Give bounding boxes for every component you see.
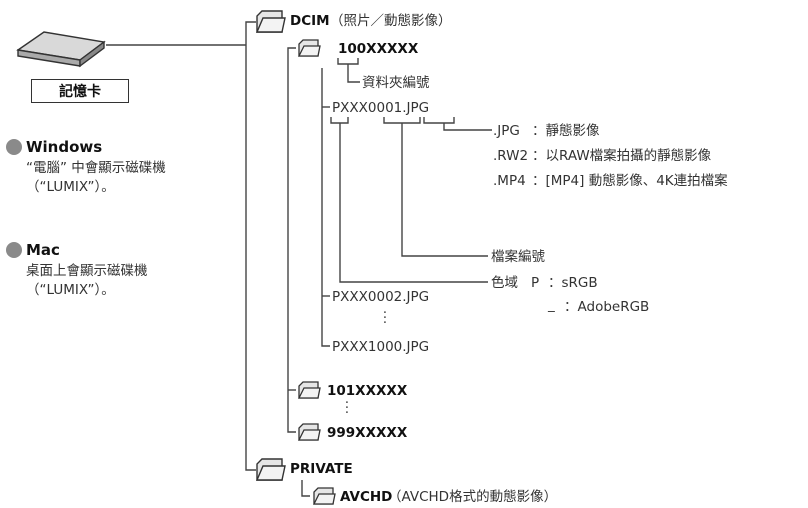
avchd-folder-name: AVCHD xyxy=(340,489,393,505)
file-number-label: 檔案編號 xyxy=(491,249,545,265)
bullet-icon xyxy=(6,139,22,155)
mac-title: Mac xyxy=(26,241,60,259)
file-0001-name: PXXX0001.JPG xyxy=(332,100,430,116)
windows-title: Windows xyxy=(26,138,103,156)
color-space-label: 色域 xyxy=(491,275,518,291)
dcim-folder-desc: （照片／動態影像） xyxy=(330,13,452,29)
windows-line-1: “電腦” 中會顯示磁碟機 xyxy=(26,160,166,176)
folder-999-name: 999XXXXX xyxy=(327,425,408,441)
file-1000-name: PXXX1000.JPG xyxy=(332,339,430,355)
ext-jpg-desc: ：靜態影像 xyxy=(532,123,600,139)
folder-number-label: 資料夾編號 xyxy=(362,75,430,91)
color-space-p-key: P xyxy=(531,275,540,291)
bullet-icon xyxy=(6,242,22,258)
color-space-u-key: _ xyxy=(548,297,555,313)
dcim-folder-name: DCIM xyxy=(290,13,330,29)
windows-line-2: （“LUMIX”）。 xyxy=(26,179,115,195)
avchd-folder-desc: （AVCHD格式的動態影像） xyxy=(388,489,558,505)
private-folder-name: PRIVATE xyxy=(290,461,353,477)
folder-icon xyxy=(255,458,286,481)
memory-card-icon xyxy=(16,31,106,68)
ellipsis-vertical: ··· xyxy=(382,306,388,331)
folder-icon xyxy=(297,423,321,441)
folder-icon xyxy=(297,381,321,399)
folder-icon xyxy=(255,10,286,33)
mac-line-2: （“LUMIX”）。 xyxy=(26,282,115,298)
ellipsis-vertical: ··· xyxy=(344,396,350,421)
memory-card-label: 記憶卡 xyxy=(31,79,129,103)
ext-mp4-desc: ：[MP4] 動態影像、4K連拍檔案 xyxy=(532,173,728,189)
ext-rw2-desc: ：以RAW檔案拍攝的靜態影像 xyxy=(532,148,712,164)
color-space-p-value: ：sRGB xyxy=(548,275,598,291)
file-0002-name: PXXX0002.JPG xyxy=(332,289,430,305)
folder-icon xyxy=(312,487,336,505)
folder-icon xyxy=(297,39,321,57)
ext-mp4: .MP4 xyxy=(493,173,526,189)
folder-100-name: 100XXXXX xyxy=(338,41,419,57)
ext-jpg: .JPG xyxy=(493,123,520,139)
folder-101-name: 101XXXXX xyxy=(327,383,408,399)
mac-line-1: 桌面上會顯示磁碟機 xyxy=(26,263,148,279)
color-space-u-value: ：AdobeRGB xyxy=(564,299,650,315)
ext-rw2: .RW2 xyxy=(493,148,529,164)
